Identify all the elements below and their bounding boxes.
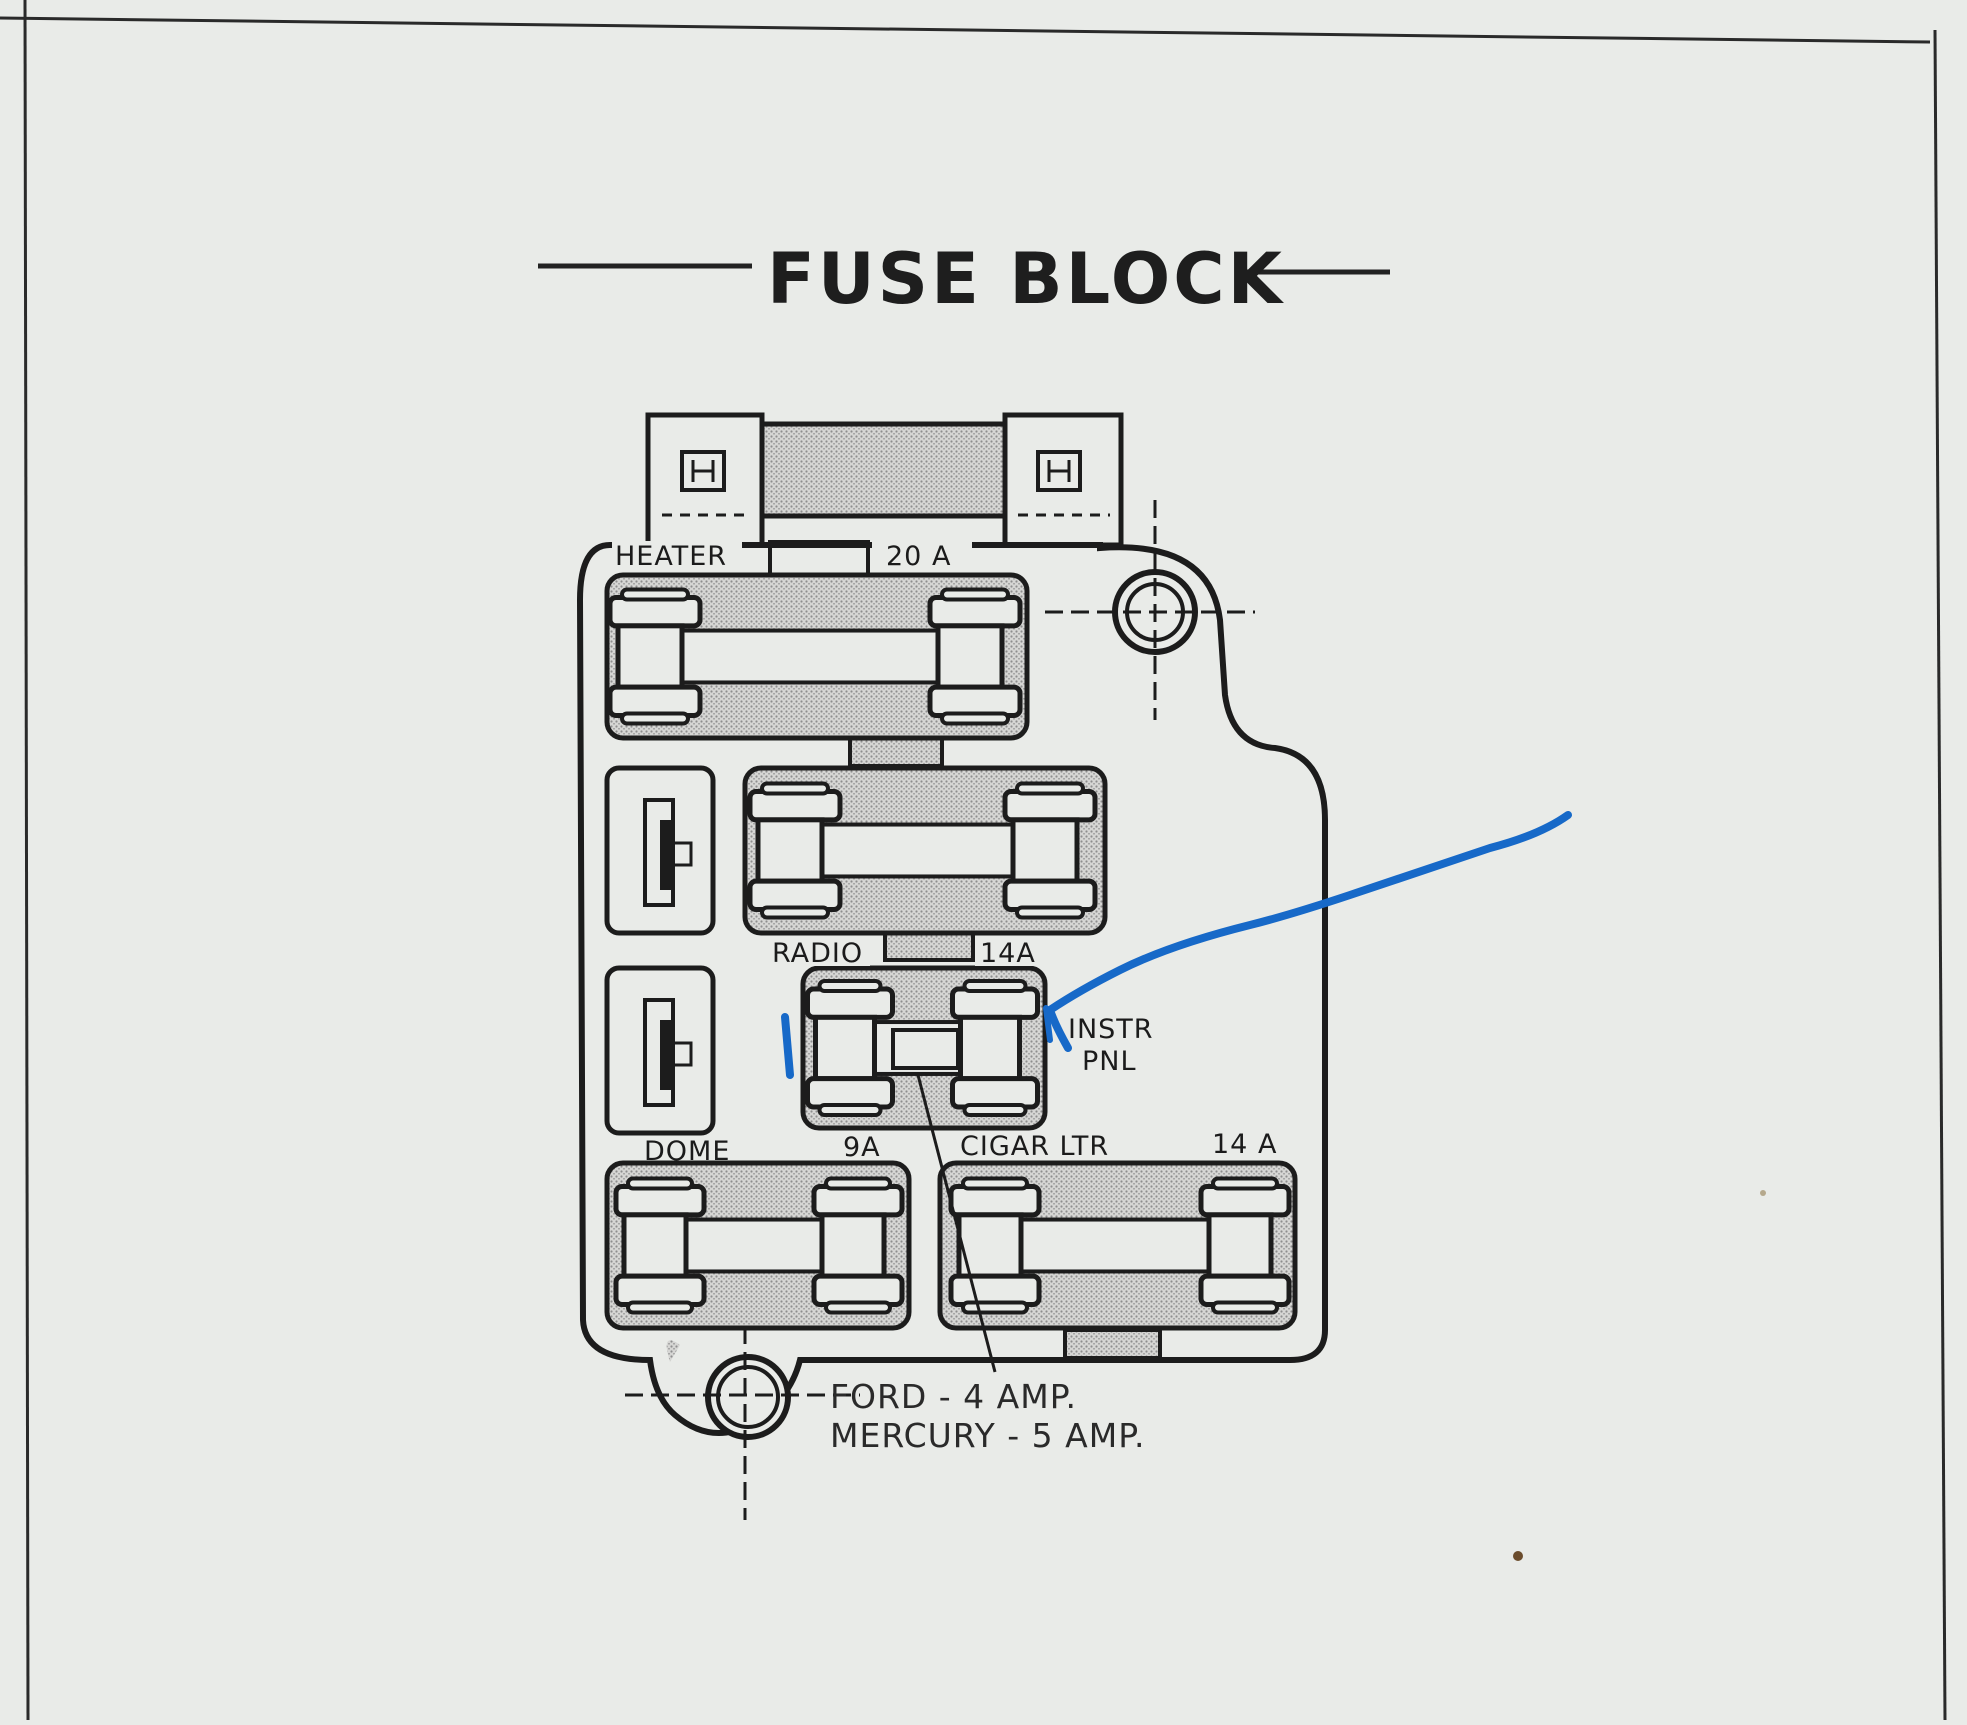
fuse-upper-middle: [742, 765, 1108, 936]
fuse-clip: [1198, 1176, 1292, 1315]
label-dome-amp: 9A: [843, 1132, 881, 1163]
annotation-tick: [781, 1013, 794, 1079]
fuse-clip: [613, 1176, 707, 1315]
label-heater-amp: 20 A: [886, 541, 951, 572]
label-instr: INSTR: [1068, 1014, 1154, 1045]
mounting-hole-top: [1045, 500, 1255, 720]
top-bracket: [645, 412, 1124, 548]
callout-mercury: MERCURY - 5 AMP.: [830, 1416, 1145, 1455]
mounting-hole-bottom: [625, 1300, 860, 1520]
fuse-labels: HEATER 20 A RADIO 14A INSTR PNL DOME 9A …: [612, 541, 1277, 1167]
label-cigar-amp: 14 A: [1212, 1129, 1277, 1160]
instr-fuse-link: [891, 1028, 960, 1070]
fuse-clip: [811, 1176, 905, 1315]
stain-dot: [1513, 1551, 1523, 1561]
label-radio-amp: 14A: [980, 938, 1036, 969]
stain-dot: [1760, 1190, 1766, 1196]
fuse-clip: [948, 1176, 1042, 1315]
callout-text: FORD - 4 AMP. MERCURY - 5 AMP.: [830, 1377, 1145, 1455]
fusible-link-upper: [604, 765, 716, 936]
callout-ford: FORD - 4 AMP.: [830, 1377, 1077, 1416]
label-heater: HEATER: [615, 541, 727, 572]
fuse-clip: [927, 587, 1023, 726]
fuse-instr-pnl: [800, 965, 1048, 1131]
fuse-clips: [604, 572, 1298, 1331]
label-cigar: CIGAR LTR: [960, 1131, 1109, 1162]
title-group: FUSE BLOCK: [538, 238, 1390, 320]
label-pnl: PNL: [1082, 1046, 1137, 1077]
fuse-clip: [747, 781, 843, 920]
blue-annotation: [781, 811, 1572, 1079]
annotation-arrow-curve: [1046, 811, 1572, 1052]
fusible-link-lower: [604, 965, 716, 1136]
label-radio: RADIO: [772, 938, 863, 969]
fuse-clip: [950, 979, 1040, 1117]
fuse-clip: [607, 587, 703, 726]
fuse-clip: [1002, 781, 1098, 920]
fuse-clip: [805, 979, 895, 1117]
fuse-cigar-ltr: [937, 1160, 1298, 1331]
fuse-heater: [604, 572, 1030, 741]
callout-leader: [916, 1074, 997, 1373]
diagram-title: FUSE BLOCK: [767, 238, 1285, 320]
fuse-dome: [604, 1160, 912, 1331]
label-dome: DOME: [644, 1136, 730, 1167]
